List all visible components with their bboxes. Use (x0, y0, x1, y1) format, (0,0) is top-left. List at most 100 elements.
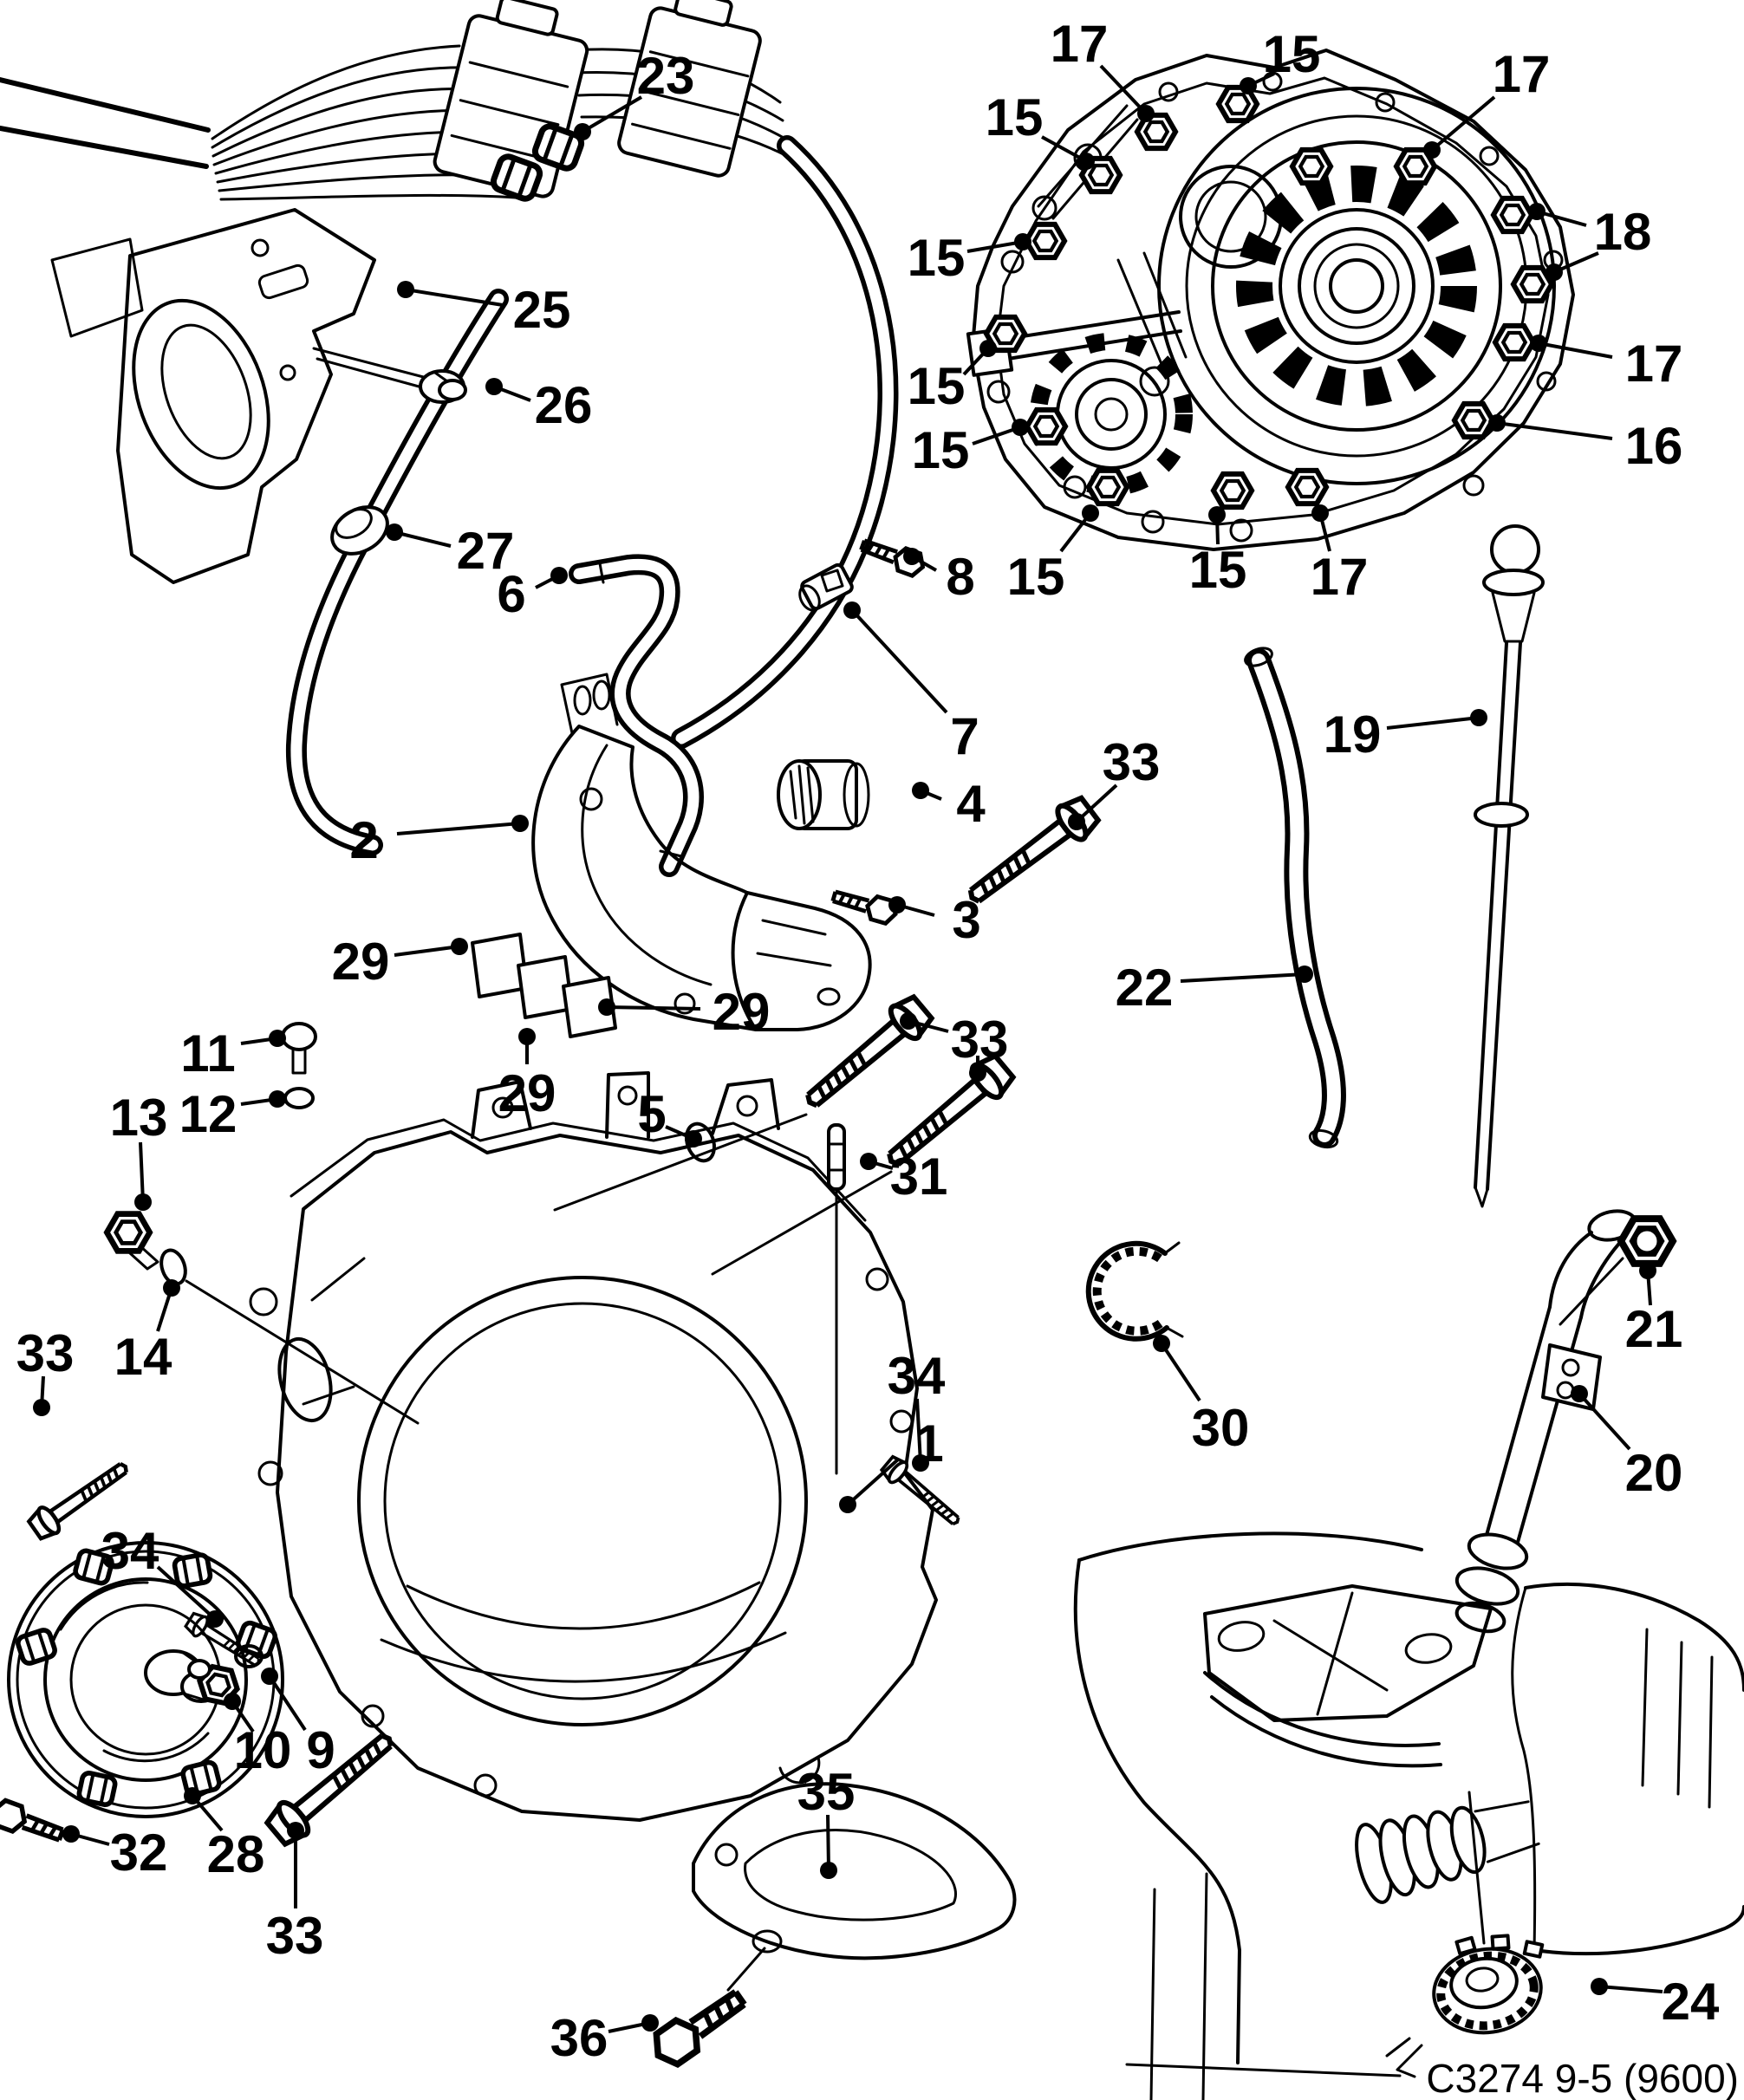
callout-label-3: 3 (952, 891, 980, 949)
callout-10: 10 (224, 1693, 291, 1779)
leader-dot (1077, 153, 1095, 170)
leader-line (1578, 1392, 1631, 1451)
leader-line (1099, 64, 1148, 115)
callout-label-30: 30 (1192, 1399, 1250, 1457)
leader-line (405, 288, 504, 307)
callout-label-22: 22 (1116, 959, 1174, 1017)
wiring-harness (0, 0, 899, 855)
callout-36: 36 (550, 2009, 659, 2067)
callout-label-17: 17 (1493, 45, 1551, 103)
callout-label-2: 2 (349, 811, 378, 869)
filler-cap (1432, 1934, 1545, 2035)
callout-17: 17 (1051, 15, 1155, 122)
leader-line (268, 1674, 307, 1732)
callout-label-34: 34 (101, 1522, 159, 1580)
callout-33: 33 (266, 1822, 323, 1965)
callout-30: 30 (1153, 1335, 1249, 1457)
callout-label-13: 13 (110, 1089, 168, 1147)
callout-27: 27 (386, 522, 514, 580)
callout-5: 5 (637, 1085, 702, 1148)
callout-24: 24 (1591, 1973, 1720, 2031)
callout-29: 29 (332, 933, 468, 991)
leader-line (846, 1458, 900, 1506)
callout-2: 2 (349, 811, 529, 869)
callout-label-17: 17 (1051, 15, 1109, 73)
callout-label-10: 10 (234, 1721, 292, 1779)
callout-label-11: 11 (180, 1024, 235, 1083)
housing-top-lugs (471, 1071, 780, 1139)
callout-label-7: 7 (950, 707, 979, 765)
leader-dot (1591, 1978, 1608, 1995)
callout-label-4: 4 (956, 775, 986, 833)
callout-label-12: 12 (179, 1085, 238, 1143)
callout-31: 31 (860, 1148, 947, 1206)
leader-dot (1528, 203, 1546, 220)
leader-line (394, 945, 460, 957)
leader-dot (598, 998, 615, 1016)
leader-line (581, 95, 643, 133)
callout-15: 15 (908, 229, 1031, 287)
callout-13: 13 (110, 1089, 168, 1211)
callout-label-15: 15 (986, 88, 1044, 146)
callout-29: 29 (498, 1028, 556, 1122)
callout-label-16: 16 (1625, 417, 1683, 475)
leader-line (1160, 1342, 1201, 1402)
leader-line (156, 1565, 217, 1621)
callout-label-15: 15 (912, 421, 970, 479)
leader-dot (1470, 709, 1487, 726)
leader-dot (287, 1822, 304, 1839)
leader-dot (979, 340, 997, 357)
callout-label-15: 15 (1007, 548, 1065, 606)
callout-label-34: 34 (888, 1347, 946, 1405)
clutch-housing (185, 1071, 938, 1822)
leader-dot (386, 523, 403, 541)
leader-dot (1423, 141, 1441, 159)
callout-label-15: 15 (1189, 541, 1247, 599)
callout-label-25: 25 (513, 281, 571, 339)
leader-dot (820, 1862, 837, 1879)
callout-23: 23 (574, 47, 694, 140)
leader-dot (550, 567, 568, 584)
callout-label-33: 33 (1103, 733, 1161, 791)
leader-dot (397, 281, 414, 298)
callout-label-17: 17 (1625, 335, 1683, 393)
leader-dot (888, 896, 906, 913)
callout-label-36: 36 (550, 2009, 608, 2067)
callout-32: 32 (62, 1824, 167, 1882)
callout-label-15: 15 (1263, 25, 1321, 83)
leader-line (1496, 421, 1613, 440)
callout-label-17: 17 (1311, 548, 1369, 606)
callout-label-32: 32 (110, 1824, 168, 1882)
plug-11 (281, 1022, 317, 1075)
callout-18: 18 (1528, 203, 1651, 281)
leader-line (1538, 341, 1613, 359)
leader-dot (574, 123, 591, 140)
callout-label-28: 28 (207, 1825, 265, 1883)
leader-line (396, 822, 521, 835)
leader-line (1430, 95, 1496, 152)
leader-dot (1082, 504, 1099, 522)
callout-29: 29 (598, 983, 770, 1041)
callout-label-15: 15 (908, 229, 966, 287)
callout-21: 21 (1625, 1262, 1682, 1358)
callout-label-18: 18 (1594, 203, 1652, 261)
breather-pipe (569, 554, 704, 877)
leader-dot (62, 1825, 80, 1843)
callout-8: 8 (903, 548, 975, 606)
o-ring-5 (685, 1122, 716, 1163)
leader-dot (1153, 1335, 1170, 1352)
callout-4: 4 (912, 775, 986, 833)
callout-3: 3 (888, 891, 981, 949)
leader-dot (1639, 1262, 1656, 1279)
leader-dot (134, 1193, 152, 1211)
leader-dot (900, 1012, 917, 1030)
callout-15: 15 (908, 340, 997, 415)
callout-33: 33 (900, 1011, 1008, 1082)
o-ring-9 (234, 1644, 264, 1668)
leader-dot (269, 1030, 286, 1047)
leader-dot (1311, 504, 1329, 522)
callout-33: 33 (1068, 733, 1160, 830)
leader-line (1598, 1985, 1663, 1993)
callout-6: 6 (497, 565, 568, 623)
leader-dot (912, 782, 929, 799)
